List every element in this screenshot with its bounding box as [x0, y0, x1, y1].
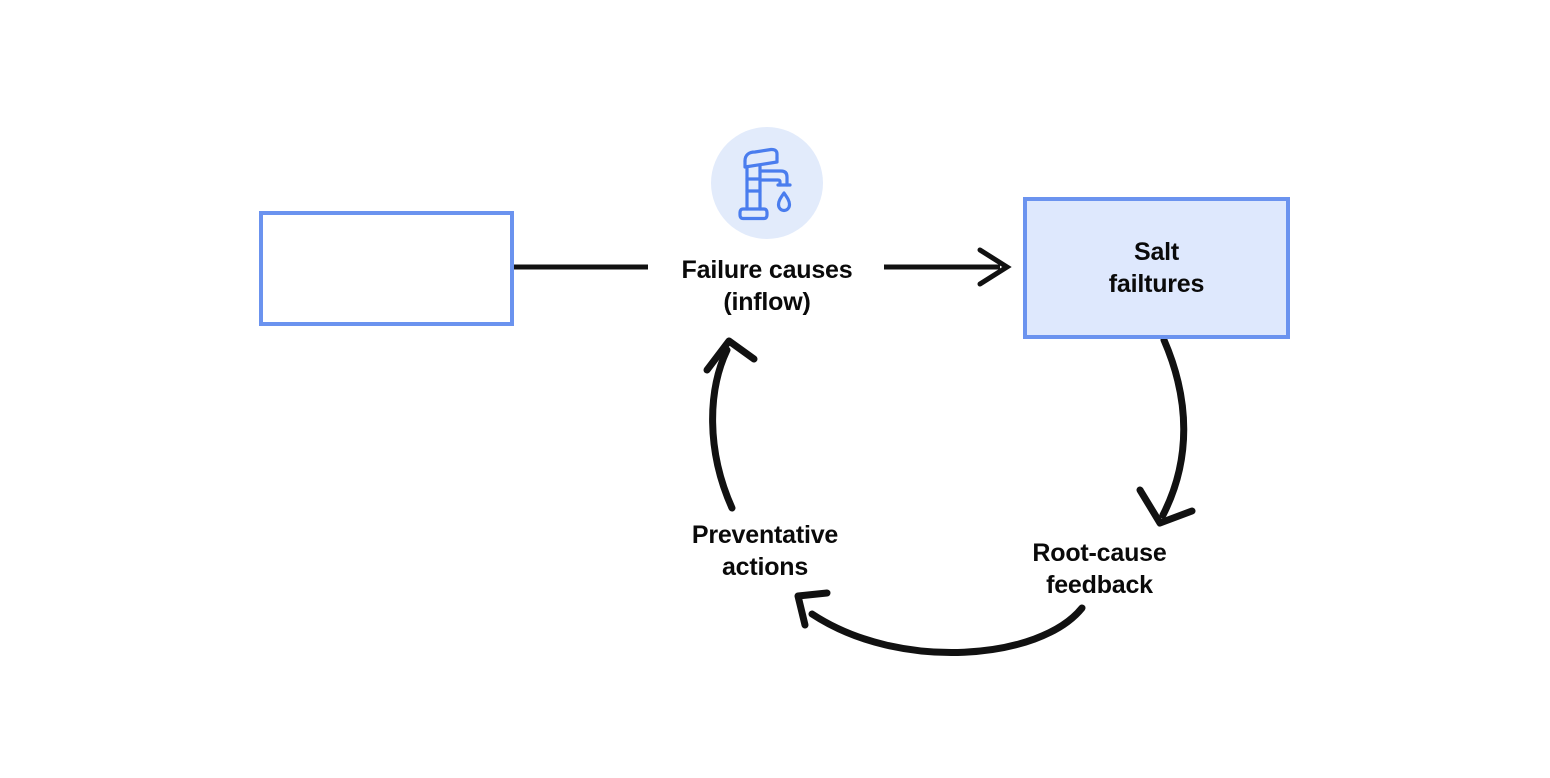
- faucet-icon-container: [711, 127, 823, 239]
- connector-salt-to-rootcause: [1159, 336, 1188, 519]
- edge-label-root-cause-feedback: Root-cause feedback: [1002, 537, 1197, 601]
- source-node-box[interactable]: [259, 211, 514, 326]
- salt-failures-node-box[interactable]: Salt failtures: [1023, 197, 1290, 339]
- salt-failures-label-line2: failtures: [1108, 270, 1205, 298]
- faucet-icon: [738, 147, 792, 221]
- icon-circle-background: [711, 127, 823, 239]
- edge-label-preventative-line2: actions: [721, 553, 809, 581]
- arrowhead-rootcause-to-preventative: [794, 589, 831, 629]
- connector-rootcause-to-preventative: [808, 604, 1086, 656]
- connector-preventative-to-inflow: [709, 346, 736, 512]
- edge-label-root-cause-line2: feedback: [1046, 571, 1153, 599]
- edge-label-preventative-line1: Preventative: [691, 521, 839, 549]
- salt-failures-label-line1: Salt: [1133, 238, 1180, 266]
- edge-label-root-cause-line1: Root-cause: [1032, 539, 1167, 567]
- edge-label-failure-causes: Failure causes (inflow): [667, 254, 867, 318]
- arrowhead-preventative-to-inflow: [703, 337, 758, 374]
- edge-label-failure-causes-line1: Failure causes: [681, 256, 853, 284]
- salt-failures-node-label: Salt failtures: [1108, 236, 1205, 300]
- arrowhead-salt-to-rootcause: [1136, 486, 1196, 527]
- edge-label-preventative-actions: Preventative actions: [670, 519, 860, 583]
- arrowhead-inflow-to-salt: [977, 247, 1012, 287]
- edge-label-failure-causes-line2: (inflow): [723, 288, 811, 316]
